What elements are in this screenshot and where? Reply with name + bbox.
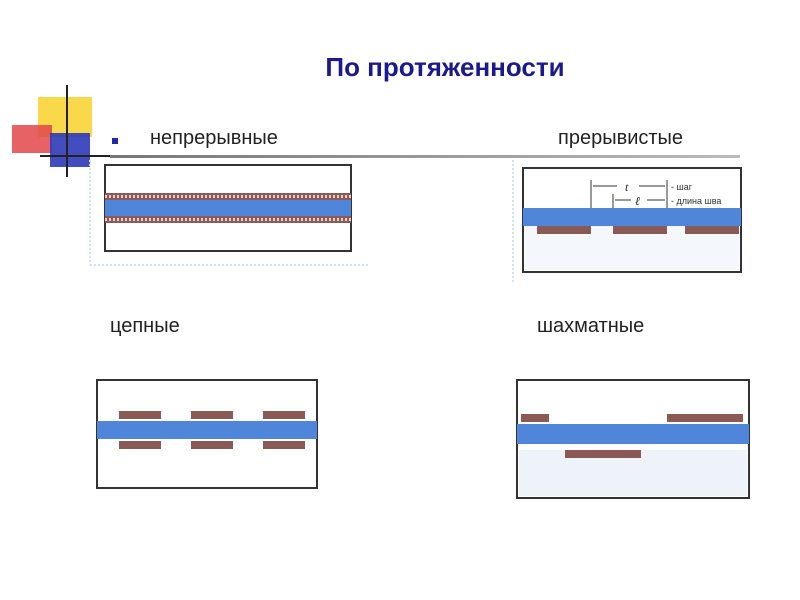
diagram-staggered: [516, 379, 750, 499]
diagram-intermittent: t ℓ - шаг - длина шва: [512, 160, 742, 282]
weld-segment-top: [263, 411, 305, 419]
weld-bead-bottom: [105, 216, 351, 223]
diagram-chain: [96, 379, 318, 489]
weld-segment-top: [667, 414, 743, 422]
plate-strip: [517, 424, 749, 444]
label-staggered: шахматные: [537, 315, 645, 337]
weld-bead-top: [105, 193, 351, 200]
legend-step: - шаг: [671, 182, 693, 192]
weld-segment-bottom: [263, 441, 305, 449]
weld-segment-top: [119, 411, 161, 419]
title-underline: [110, 155, 740, 158]
dim-t: t: [625, 180, 629, 194]
label-intermittent: прерывистые: [558, 127, 684, 149]
dim-l: ℓ: [635, 194, 640, 208]
diagram-continuous: [89, 160, 370, 266]
plate-strip: [523, 208, 741, 226]
weld-segment-top: [191, 411, 233, 419]
weld-segment: [613, 226, 667, 234]
horizontal-line: [40, 155, 110, 157]
blue-square: [50, 133, 90, 167]
label-chain: цепные: [110, 315, 180, 337]
slide-title: По протяженности: [325, 52, 565, 82]
weld-segment-top: [521, 414, 549, 422]
bullet-icon: [112, 138, 118, 144]
corner-decoration: [0, 85, 120, 185]
label-continuous: непрерывные: [150, 127, 278, 149]
weld-segment-bottom: [119, 441, 161, 449]
vertical-line: [66, 85, 68, 177]
plate-strip: [97, 421, 317, 439]
red-square: [12, 125, 52, 153]
weld-segment: [685, 226, 739, 234]
weld-segment-bottom: [191, 441, 233, 449]
plate-strip: [105, 200, 351, 216]
weld-segment-bottom: [565, 450, 641, 458]
legend-weld-length: - длина шва: [671, 196, 721, 206]
weld-segment: [537, 226, 591, 234]
